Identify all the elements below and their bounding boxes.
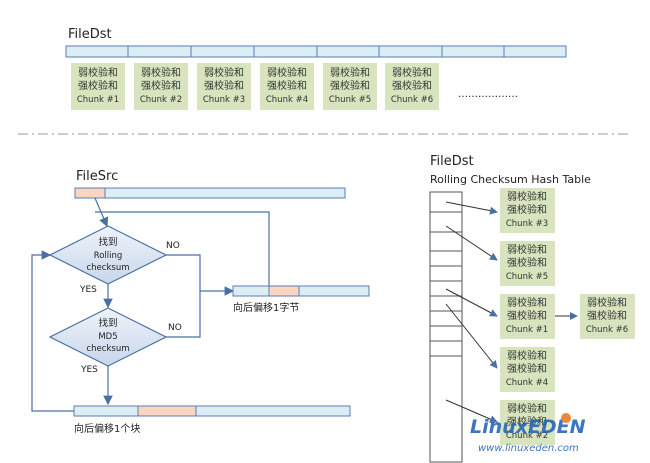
svg-text:Chunk #3: Chunk #3 [506, 219, 548, 229]
no-label: NO [166, 241, 180, 251]
hash-entry-chunk-4: 弱校验和 强校验和 Chunk #4 [500, 347, 555, 392]
hash-pointer [445, 201, 498, 215]
watermark-logo-text: LinuxEDEN [470, 416, 586, 438]
svg-text:弱校验和: 弱校验和 [507, 349, 547, 362]
hash-entry-chunk-1: 弱校验和 强校验和 Chunk #1 [500, 294, 555, 339]
svg-text:强校验和: 强校验和 [507, 256, 547, 269]
hash-entry-chunk-2: 弱校验和 强校验和 Chunk #2 [500, 400, 555, 445]
hash-pointer [445, 399, 498, 423]
watermark-logo: LinuxEDEN www.linuxeden.com [470, 413, 586, 454]
diamond-label: MD5 [98, 332, 117, 342]
md5-check-diamond: 找到 MD5 checksum [48, 307, 168, 367]
flow-loop-line [95, 211, 270, 286]
hash-entry-chunk-6: 弱校验和 强校验和 Chunk #6 [580, 294, 635, 339]
hash-pointer [445, 288, 498, 317]
chunk-strong: 强校验和 [204, 79, 244, 92]
svg-text:Chunk #5: Chunk #5 [506, 272, 548, 282]
right-title: FileDst [430, 154, 474, 169]
chunk-weak: 弱校验和 [204, 66, 244, 79]
chunk-strong: 强校验和 [330, 79, 370, 92]
chunk-strong: 强校验和 [141, 79, 181, 92]
shift-block-label: 向后偏移1个块 [74, 422, 140, 435]
flow-line [166, 291, 201, 338]
right-subtitle: Rolling Checksum Hash Table [430, 173, 591, 186]
hash-entry-chunk-3: 弱校验和 强校验和 Chunk #3 [500, 188, 555, 233]
shift-byte-bar [232, 285, 370, 297]
top-filedst-bar [65, 45, 567, 58]
top-chunk-5: 弱校验和 强校验和 Chunk #5 [323, 63, 377, 110]
svg-text:Chunk #6: Chunk #6 [586, 325, 628, 335]
svg-text:强校验和: 强校验和 [507, 415, 547, 428]
no-label: NO [168, 323, 182, 333]
svg-text:Chunk #4: Chunk #4 [506, 378, 548, 388]
top-chunk-1: 弱校验和 强校验和 Chunk #1 [71, 63, 125, 110]
top-chunk-2: 弱校验和 强校验和 Chunk #2 [134, 63, 188, 110]
chunk-strong: 强校验和 [78, 79, 118, 92]
rolling-check-diamond: 找到 Rolling checksum [48, 225, 168, 285]
chunk-id: Chunk #2 [140, 95, 182, 105]
svg-text:弱校验和: 弱校验和 [507, 243, 547, 256]
svg-text:强校验和: 强校验和 [507, 309, 547, 322]
svg-text:弱校验和: 弱校验和 [507, 296, 547, 309]
svg-text:弱校验和: 弱校验和 [507, 402, 547, 415]
chunk-id: Chunk #5 [329, 95, 371, 105]
top-chunk-4: 弱校验和 强校验和 Chunk #4 [260, 63, 314, 110]
chunk-weak: 弱校验和 [78, 66, 118, 79]
chunk-id: Chunk #6 [391, 95, 433, 105]
svg-text:强校验和: 强校验和 [507, 362, 547, 375]
watermark-url: www.linuxeden.com [478, 443, 579, 454]
diamond-label: 找到 [98, 317, 117, 329]
svg-text:弱校验和: 弱校验和 [587, 296, 627, 309]
filesrc-bar [74, 187, 346, 199]
top-title: FileDst [68, 27, 112, 42]
chunk-weak: 弱校验和 [267, 66, 307, 79]
flow-arrow [166, 254, 235, 296]
chunk-id: Chunk #4 [266, 95, 308, 105]
yes-label: YES [79, 285, 97, 295]
flow-loop-line [31, 250, 74, 412]
diamond-label: checksum [87, 344, 130, 354]
chunk-weak: 弱校验和 [141, 66, 181, 79]
top-chunk-6: 弱校验和 强校验和 Chunk #6 [385, 63, 439, 110]
diamond-label: checksum [87, 263, 130, 273]
chunk-strong: 强校验和 [267, 79, 307, 92]
chunk-weak: 弱校验和 [392, 66, 432, 79]
svg-text:强校验和: 强校验和 [507, 203, 547, 216]
svg-text:Chunk #1: Chunk #1 [506, 325, 548, 335]
svg-text:强校验和: 强校验和 [587, 309, 627, 322]
hash-pointer [445, 225, 498, 261]
hash-pointer [445, 303, 498, 369]
svg-text:Chunk #2: Chunk #2 [506, 431, 548, 441]
diamond-label: Rolling [94, 251, 123, 261]
chunk-id: Chunk #3 [203, 95, 245, 105]
yes-label: YES [80, 365, 98, 375]
hash-entry-chunk-5: 弱校验和 强校验和 Chunk #5 [500, 241, 555, 286]
chunk-strong: 强校验和 [392, 79, 432, 92]
shift-byte-label: 向后偏移1字节 [233, 301, 299, 314]
top-ellipsis: ……………… [458, 89, 518, 100]
shift-block-bar [73, 405, 351, 417]
diamond-label: 找到 [98, 236, 117, 248]
chunk-id: Chunk #1 [77, 95, 119, 105]
hash-table [429, 191, 463, 463]
chunk-weak: 弱校验和 [330, 66, 370, 79]
watermark-swirl-icon [561, 413, 571, 423]
top-chunk-3: 弱校验和 强校验和 Chunk #3 [197, 63, 251, 110]
svg-text:弱校验和: 弱校验和 [507, 190, 547, 203]
left-title: FileSrc [76, 169, 118, 184]
